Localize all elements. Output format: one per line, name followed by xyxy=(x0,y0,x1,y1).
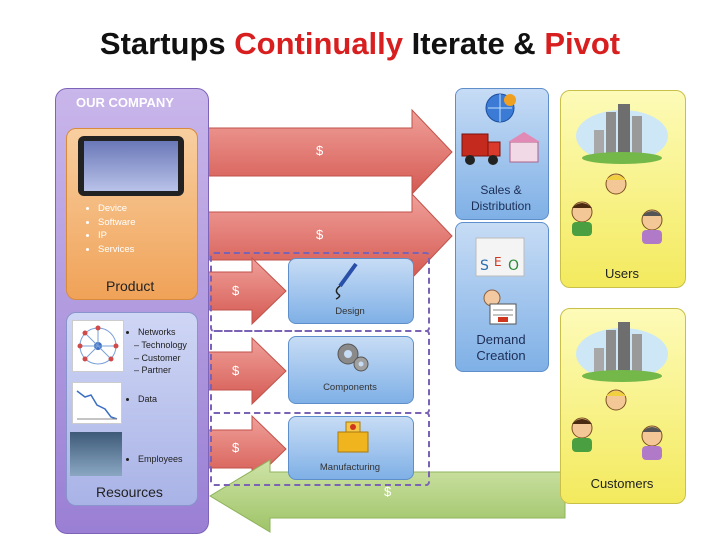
product-bullet: Services xyxy=(98,243,136,257)
components-label: Components xyxy=(288,382,412,393)
employees-bullet: Employees xyxy=(124,453,183,467)
demand-label: Demand Creation xyxy=(455,332,547,364)
network-sub: Customer xyxy=(142,353,181,363)
network-sub: Partner xyxy=(142,365,172,375)
data-chart-icon xyxy=(72,382,122,424)
customers-people-icon xyxy=(568,384,672,470)
networks-list: Networks xyxy=(124,326,176,338)
pencil-icon xyxy=(330,260,364,300)
product-bullets: Device Software IP Services xyxy=(84,202,136,256)
users-people-icon xyxy=(568,168,672,254)
demand-label-line2: Creation xyxy=(455,348,547,364)
svg-text:S: S xyxy=(480,258,489,274)
product-bullet: IP xyxy=(98,229,136,243)
arrow-to-sales xyxy=(205,110,452,194)
resources-label: Resources xyxy=(96,484,163,500)
svg-text:O: O xyxy=(508,258,519,274)
product-label: Product xyxy=(106,278,154,294)
networks-sublist: – Technology – Customer – Partner xyxy=(134,339,187,377)
sales-label: Sales & Distribution xyxy=(455,182,547,214)
sales-label-line1: Sales & xyxy=(455,182,547,198)
design-label: Design xyxy=(288,306,412,317)
news-reader-icon xyxy=(476,286,520,328)
dollar-demand: $ xyxy=(316,227,323,242)
city-buildings-icon xyxy=(572,314,672,384)
data-label: Data xyxy=(138,393,157,407)
product-bullet: Software xyxy=(98,216,136,230)
dollar-sales: $ xyxy=(316,143,323,158)
tablet-screen xyxy=(84,141,178,191)
truck-icon xyxy=(460,128,504,168)
sales-label-line2: Distribution xyxy=(455,198,547,214)
product-bullet: Device xyxy=(98,202,136,216)
demand-label-line1: Demand xyxy=(455,332,547,348)
networks-label: Networks xyxy=(138,326,176,338)
gears-icon xyxy=(334,338,370,374)
users-label: Users xyxy=(560,266,684,281)
network-icon xyxy=(72,320,124,372)
customers-label: Customers xyxy=(560,476,684,491)
web-globe-icon xyxy=(480,90,522,126)
store-icon xyxy=(506,130,542,166)
employees-photo xyxy=(70,432,122,476)
network-sub: Technology xyxy=(141,340,187,350)
data-bullet: Data xyxy=(124,393,157,407)
manufacturing-label: Manufacturing xyxy=(288,462,412,473)
factory-box-icon xyxy=(334,418,374,456)
city-buildings-icon xyxy=(572,96,672,166)
company-heading: OUR COMPANY xyxy=(76,95,174,110)
dollar-revenue: $ xyxy=(384,484,391,499)
employees-label: Employees xyxy=(138,453,183,467)
seo-graphic-icon: S E O xyxy=(474,236,526,278)
svg-text:E: E xyxy=(494,255,502,269)
